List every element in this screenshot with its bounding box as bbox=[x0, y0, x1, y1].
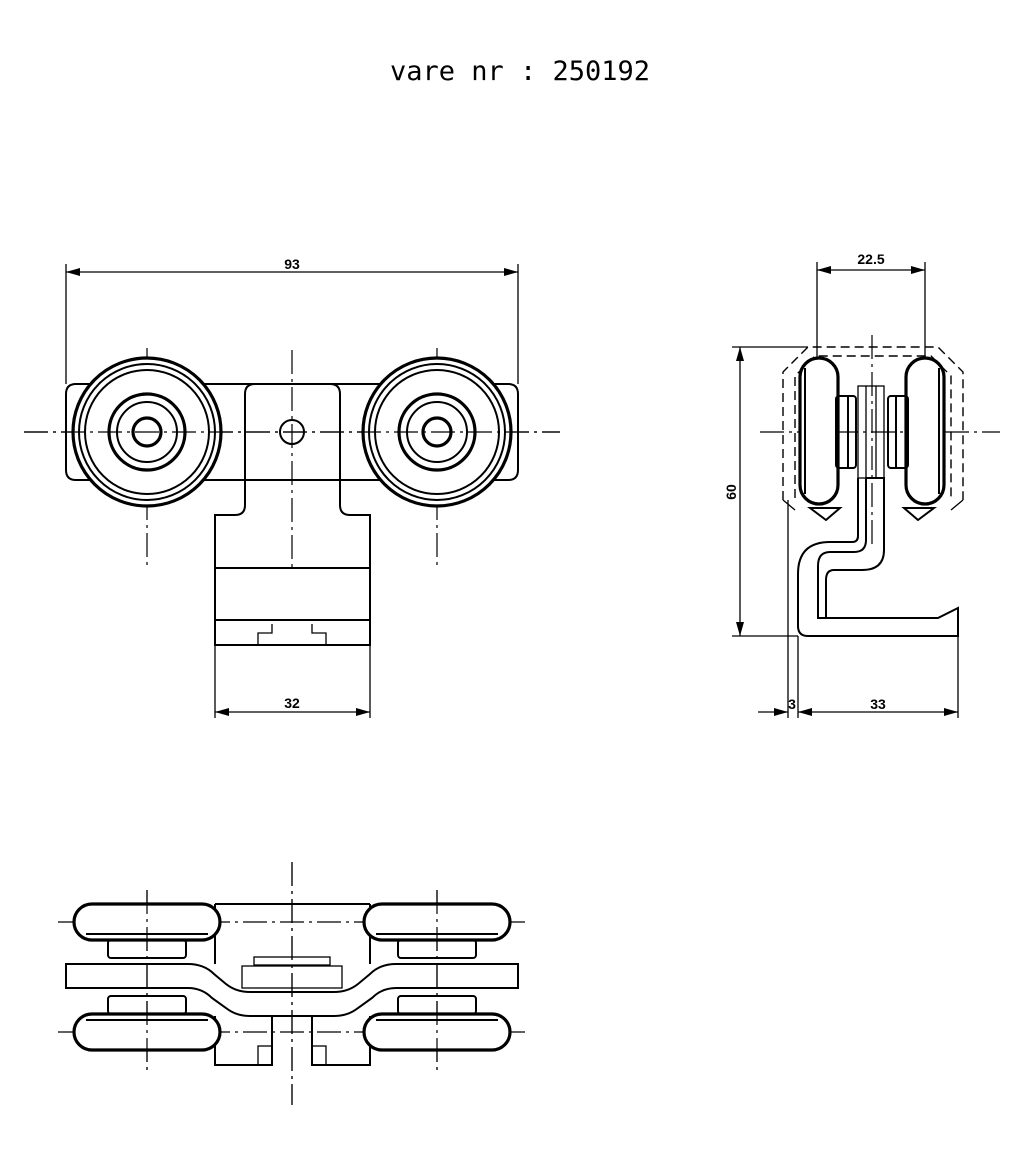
track-profile-inner bbox=[794, 355, 952, 498]
bottom-left-notch bbox=[257, 1045, 273, 1066]
dimension-60: 60 bbox=[723, 346, 808, 637]
dimension-3-33: 3 33 bbox=[758, 500, 959, 718]
front-view: 93 32 bbox=[24, 256, 560, 718]
bottom-left-leg bbox=[214, 1016, 273, 1066]
drawing-title: vare nr : 250192 bbox=[390, 56, 650, 87]
base-plate bbox=[65, 383, 519, 481]
side-hanger-bracket bbox=[797, 478, 959, 637]
dimension-32: 32 bbox=[214, 645, 371, 718]
side-right-guide bbox=[901, 507, 937, 522]
side-left-roller bbox=[798, 356, 840, 506]
bottom-right-leg bbox=[311, 1016, 371, 1066]
bottom-right-notch bbox=[311, 1045, 327, 1066]
side-left-hub bbox=[835, 395, 857, 469]
dimension-label-width-total: 93 bbox=[284, 256, 300, 272]
side-right-hub bbox=[887, 395, 909, 469]
side-left-guide bbox=[807, 507, 843, 522]
dimension-label-height: 60 bbox=[723, 484, 739, 500]
dimension-label-plate-thickness: 3 bbox=[788, 696, 796, 712]
bracket-notch-left bbox=[257, 624, 273, 645]
dimension-label-width-bracket: 32 bbox=[284, 695, 300, 711]
bracket-notch-right bbox=[311, 624, 327, 645]
bottom-view bbox=[58, 862, 525, 1105]
dimension-93: 93 bbox=[65, 256, 519, 384]
track-profile-outer bbox=[782, 346, 964, 500]
dimension-label-track-width: 22.5 bbox=[857, 251, 884, 267]
dimension-label-depth: 33 bbox=[870, 696, 886, 712]
dimension-22-5: 22.5 bbox=[816, 251, 926, 358]
side-view: 22.5 60 3 33 bbox=[723, 251, 1000, 718]
bottom-plate bbox=[65, 963, 519, 1017]
track-lip-lines bbox=[782, 499, 964, 511]
